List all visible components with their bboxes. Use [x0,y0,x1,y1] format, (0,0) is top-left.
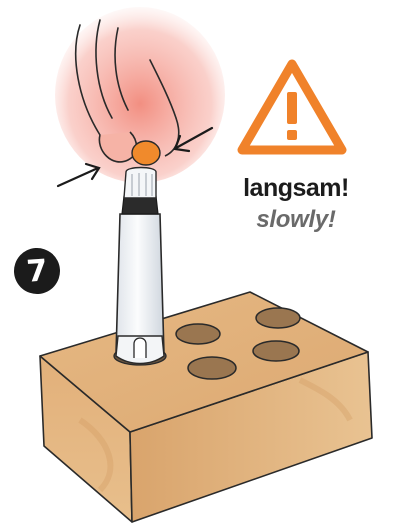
tube-slot [134,338,146,358]
fuse-tip [132,141,160,165]
fuse-tube [114,168,166,366]
tube-collar [124,168,156,199]
warning-text-english: slowly! [210,206,382,234]
warning-sign [236,58,348,158]
hole-top-left [176,324,220,344]
hole-bottom-left [188,357,236,379]
warning-triangle-icon [236,58,348,158]
brick [40,292,372,522]
hole-bottom-right [253,341,299,361]
warning-bang-stem [287,92,297,124]
warning-text-german: langsam! [210,174,382,203]
hole-top-right [256,308,300,328]
warning-bang-dot [287,130,297,140]
